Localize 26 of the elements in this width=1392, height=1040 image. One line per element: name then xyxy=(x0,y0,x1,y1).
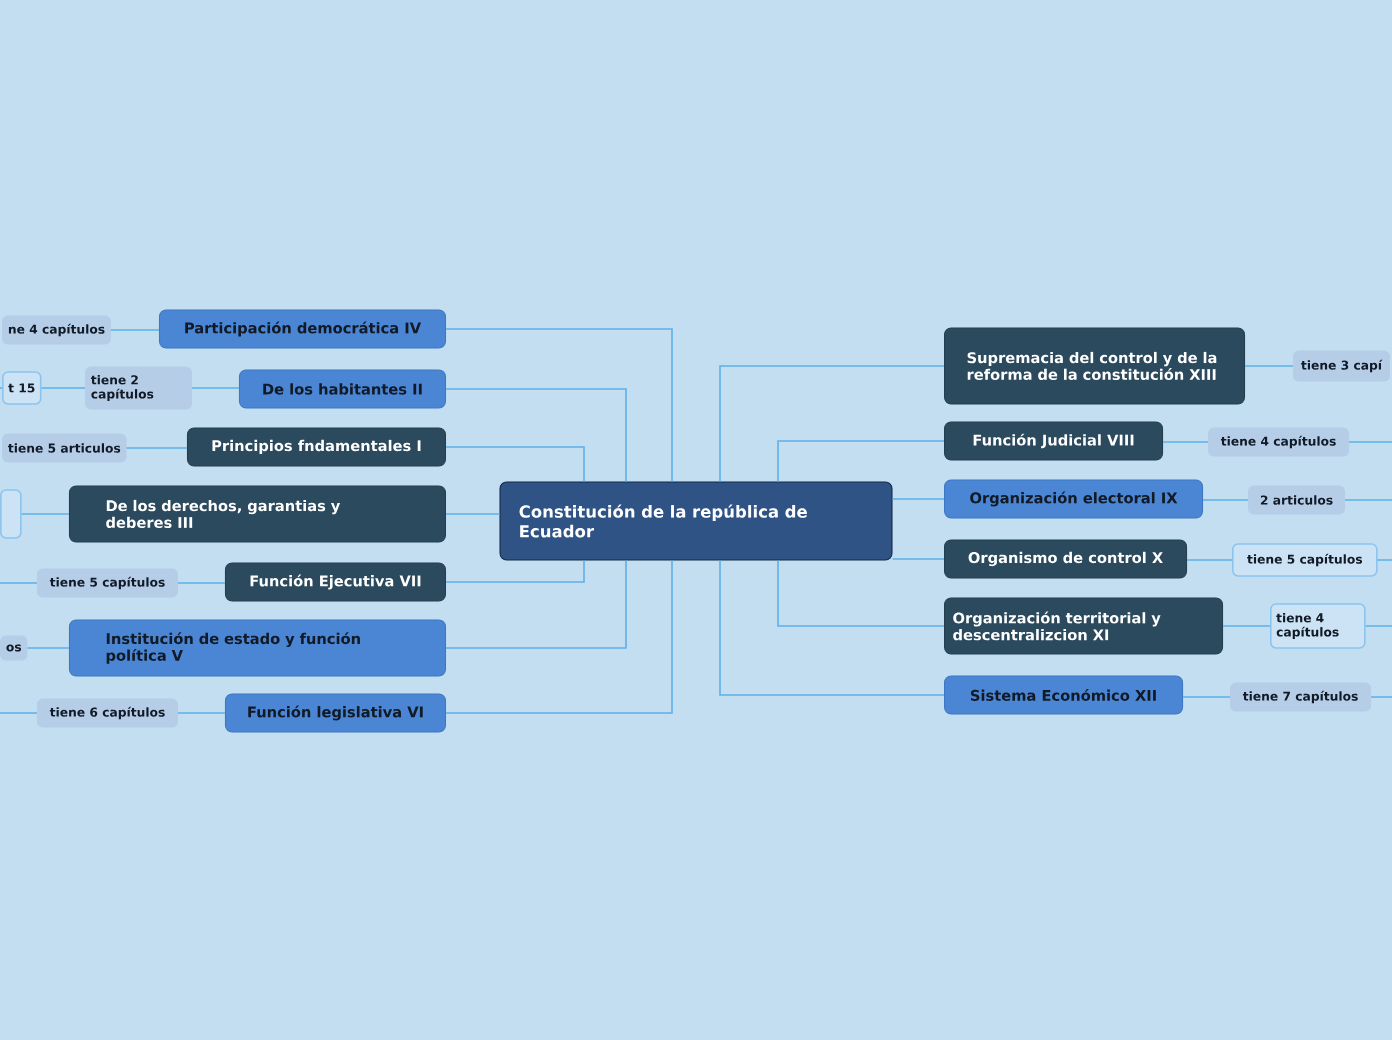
connector-line xyxy=(1162,441,1209,443)
connector-line xyxy=(1364,625,1392,627)
connector-line xyxy=(445,513,501,515)
connector-line xyxy=(26,647,70,649)
connector-line xyxy=(40,387,86,389)
connector-line xyxy=(125,447,188,449)
connector-line xyxy=(1376,559,1392,561)
connector-line xyxy=(110,329,160,331)
connector-line xyxy=(1182,696,1231,698)
connector-line xyxy=(891,498,945,500)
central-topic-box: Constitución de la república de Ecuador xyxy=(499,481,893,561)
connector-line xyxy=(177,582,226,584)
connector-line xyxy=(1244,365,1294,367)
connector-line xyxy=(1370,696,1392,698)
connector-line xyxy=(1344,499,1392,501)
connector-line xyxy=(1222,625,1271,627)
connector-line xyxy=(0,582,38,584)
connector-line xyxy=(0,712,38,714)
connector-line xyxy=(177,712,226,714)
connector-line xyxy=(1186,559,1233,561)
connector-line xyxy=(1348,441,1392,443)
connector-line xyxy=(20,513,70,515)
connector-line xyxy=(891,558,945,560)
connector-line xyxy=(1202,499,1249,501)
connector-line xyxy=(191,387,240,389)
empty-box xyxy=(0,489,22,539)
